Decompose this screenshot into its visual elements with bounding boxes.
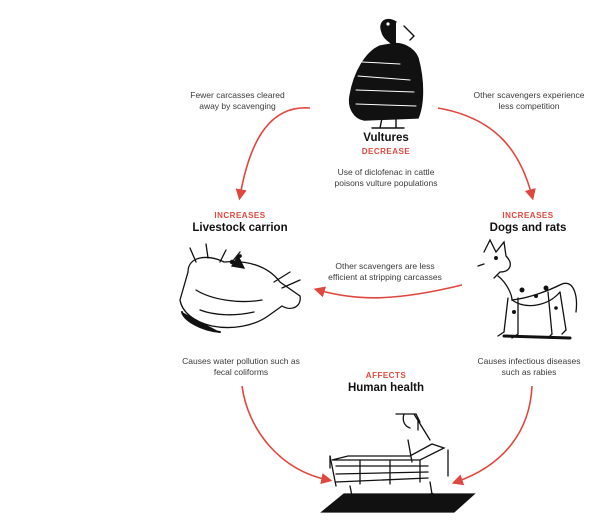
arrow-dogs-to-carrion xyxy=(313,284,463,299)
label-fewer-carcasses: Fewer carcasses cleared away by scavengi… xyxy=(190,90,285,111)
label-less-competition: Other scavengers experience less competi… xyxy=(473,90,585,111)
arrow-dogs-to-health xyxy=(451,385,533,486)
label-infectious: Causes infectious diseases such as rabie… xyxy=(477,356,581,377)
arrow-carrion-to-health xyxy=(241,385,333,485)
node-tag-health: AFFECTS xyxy=(365,371,407,380)
node-tag-dogs: INCREASES xyxy=(502,211,554,220)
arrow-vultures-to-carrion xyxy=(235,107,311,201)
node-title-vultures: Vultures xyxy=(363,132,409,144)
node-title-dogs: Dogs and rats xyxy=(489,222,567,234)
arrow-vultures-to-dogs xyxy=(437,107,536,201)
node-tag-carrion: INCREASES xyxy=(214,211,266,220)
node-tag-vultures: DECREASE xyxy=(361,147,411,156)
label-diclofenac: Use of diclofenac in cattle poisons vult… xyxy=(334,167,438,188)
node-title-carrion: Livestock carrion xyxy=(192,222,288,234)
label-less-efficient: Other scavengers are less efficient at s… xyxy=(328,261,442,282)
node-title-health: Human health xyxy=(347,382,425,394)
label-water-pollution: Causes water pollution such as fecal col… xyxy=(182,356,300,377)
